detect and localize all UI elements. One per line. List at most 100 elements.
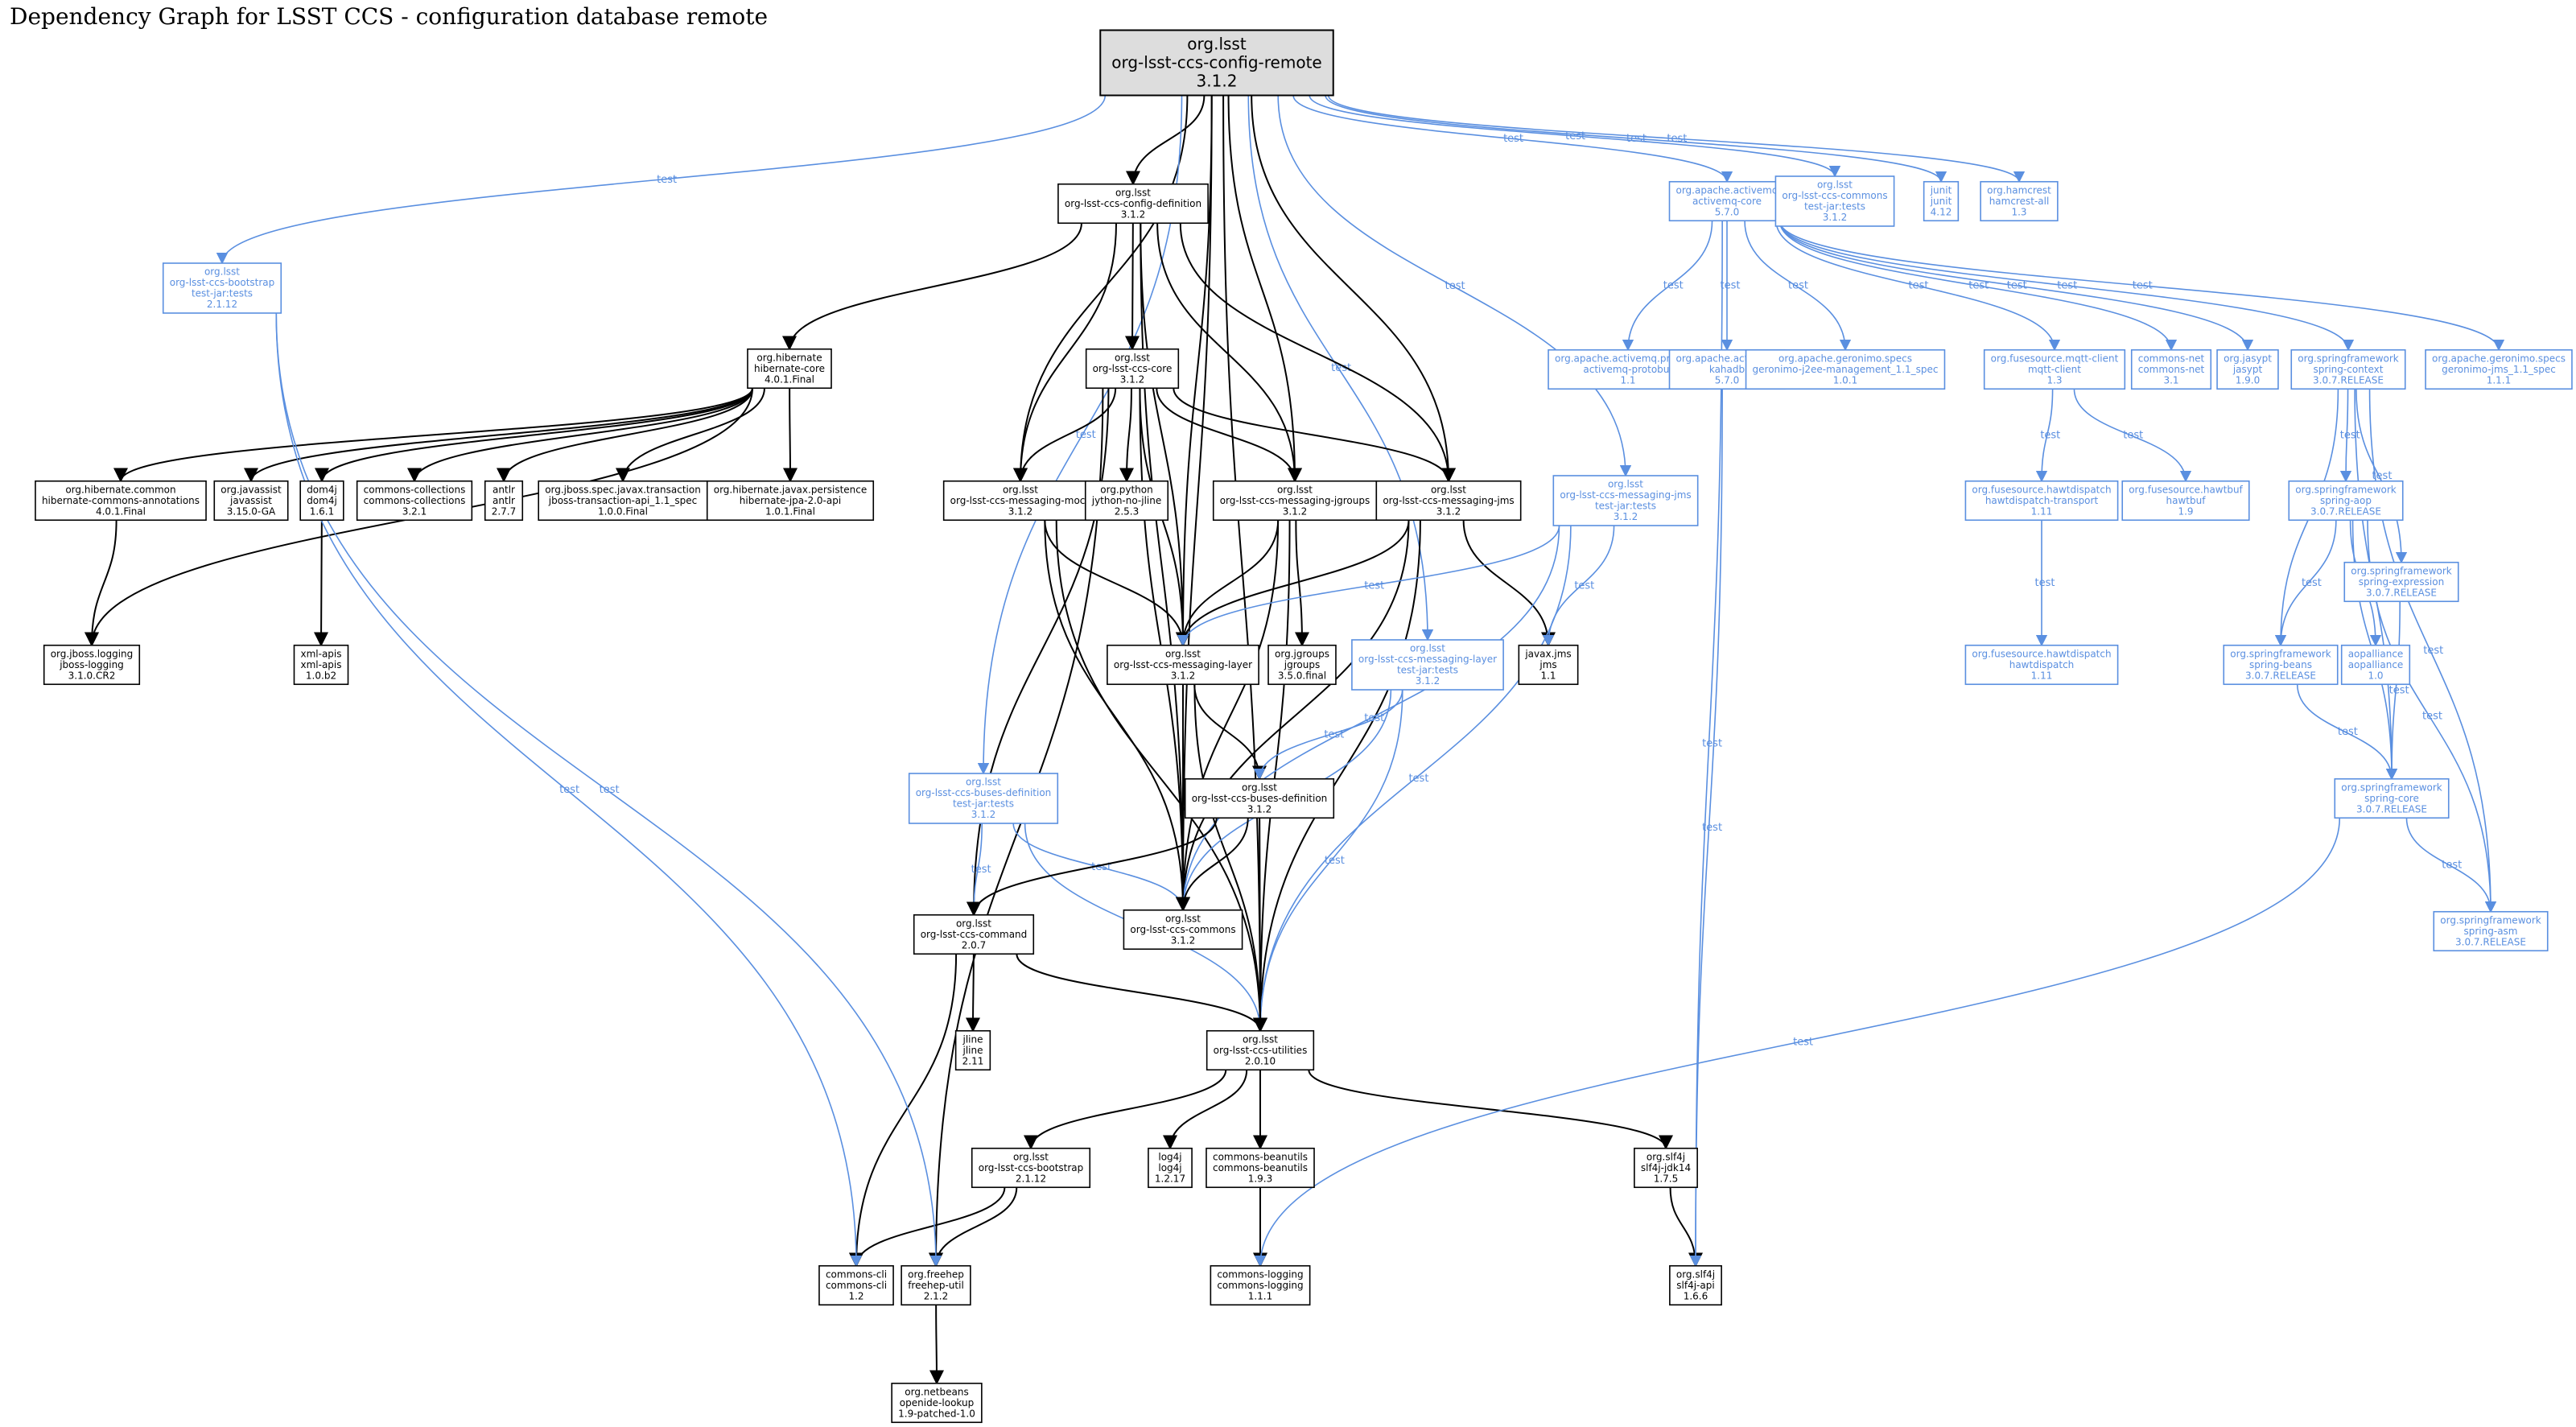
node-box: [2288, 480, 2404, 522]
node-label-line: 3.2.1: [402, 505, 427, 517]
edge-label-test: test: [2007, 280, 2027, 292]
node-msg-jms-tests[interactable]: org.lsstorg-lsst-ccs-messaging-jmstest-j…: [1552, 475, 1699, 526]
node-label-line: 1.0.b2: [306, 670, 336, 681]
node-buses-def[interactable]: org.lsstorg-lsst-ccs-buses-definition3.1…: [1184, 777, 1335, 819]
dependency-edge: [1126, 95, 1206, 186]
node-geronimo-j2ee[interactable]: org.apache.geronimo.specsgeronimo-j2ee-m…: [1745, 349, 1946, 390]
edge-label-test: test: [600, 784, 620, 796]
node-spring-core[interactable]: org.springframeworkspring-core3.0.7.RELE…: [2334, 777, 2450, 819]
node-bootstrap-tests[interactable]: org.lsstorg-lsst-ccs-bootstraptest-jar:t…: [162, 262, 282, 314]
node-hib-jpa[interactable]: org.hibernate.javax.persistencehibernate…: [706, 480, 875, 522]
node-msg-jgroups[interactable]: org.lsstorg-lsst-ccs-messaging-jgroups3.…: [1212, 480, 1378, 522]
test-dependency-edge: [1277, 95, 1632, 477]
node-config-def[interactable]: org.lsstorg-lsst-ccs-config-definition3.…: [1057, 183, 1209, 225]
dependency-edge: [1173, 388, 1456, 483]
node-spring-expr[interactable]: org.springframeworkspring-expression3.0.…: [2343, 561, 2459, 603]
node-label-line: 1.1: [1620, 374, 1635, 386]
dependency-edge: [1253, 520, 1421, 1033]
node-hawt-transport[interactable]: org.fusesource.hawtdispatchhawtdispatch-…: [1964, 480, 2119, 522]
node-box: [1267, 644, 1337, 686]
node-label-line: spring-beans: [2249, 659, 2312, 670]
node-label-line: org-lsst-ccs-config-remote: [1111, 52, 1321, 72]
node-label-line: test-jar:tests: [1397, 665, 1458, 676]
test-dependency-edge: [1012, 823, 1189, 912]
node-spring-aop[interactable]: org.springframeworkspring-aop3.0.7.RELEA…: [2288, 480, 2404, 522]
edge-label-test: test: [1565, 130, 1585, 142]
node-geronimo-jms[interactable]: org.apache.geronimo.specsgeronimo-jms_1.…: [2425, 349, 2573, 390]
node-label-line: org-lsst-ccs-commons: [1130, 924, 1235, 935]
node-label-line: jython-no-jline: [1091, 495, 1162, 506]
dependency-edge: [1055, 520, 1267, 1033]
node-label-line: org.fusesource.mqtt-client: [1991, 353, 2119, 364]
node-label-line: 3.15.0-GA: [227, 505, 276, 517]
node-commons-tests[interactable]: org.lsstorg-lsst-ccs-commonstest-jar:tes…: [1774, 175, 1895, 227]
node-label-line: org.slf4j: [1676, 1268, 1715, 1280]
node-msg-layer[interactable]: org.lsstorg-lsst-ccs-messaging-layer3.1.…: [1107, 644, 1259, 686]
node-box: [1184, 777, 1335, 819]
node-hawtdispatch[interactable]: org.fusesource.hawtdispatchhawtdispatch1…: [1964, 644, 2119, 686]
node-hib-common[interactable]: org.hibernate.commonhibernate-commons-an…: [35, 480, 207, 522]
node-label-line: openide-lookup: [900, 1397, 974, 1408]
node-label-line: 3.0.7.RELEASE: [2366, 587, 2437, 598]
test-dependency-edge: [1309, 95, 1841, 178]
node-label-line: 1.0.0.Final: [598, 505, 648, 517]
node-label-line: org.lsst: [1187, 34, 1247, 53]
test-dependency-edge: [1622, 221, 1713, 352]
node-label-line: 4.0.1.Final: [765, 373, 814, 385]
test-dependency-edge: [2296, 684, 2398, 781]
node-label-line: 3.1.2: [1247, 803, 1272, 815]
node-box: [1668, 180, 1786, 222]
node-msg-layer-tests[interactable]: org.lsstorg-lsst-ccs-messaging-layertest…: [1351, 639, 1504, 691]
dependency-edge: [1176, 520, 1410, 912]
edge-label-test: test: [1364, 579, 1384, 592]
node-jboss-tx[interactable]: org.jboss.spec.javax.transactionjboss-tr…: [538, 480, 708, 522]
dependency-edge: [782, 388, 798, 483]
node-label-line: commons-net: [2138, 364, 2205, 375]
test-dependency-edge: [1177, 525, 1560, 647]
node-spring-asm[interactable]: org.springframeworkspring-asm3.0.7.RELEA…: [2433, 910, 2549, 952]
node-spring-context[interactable]: org.springframeworkspring-context3.0.7.R…: [2290, 349, 2406, 390]
node-buses-def-tests[interactable]: org.lsstorg-lsst-ccs-buses-definitiontes…: [908, 773, 1059, 824]
node-label-line: commons-logging: [1217, 1268, 1303, 1280]
node-spring-beans[interactable]: org.springframeworkspring-beans3.0.7.REL…: [2223, 644, 2339, 686]
node-label-line: xml-apis: [300, 659, 341, 670]
node-label-line: org.jasypt: [2224, 353, 2272, 364]
node-label-line: org-lsst-ccs-messaging-jms: [1383, 495, 1514, 506]
node-openide[interactable]: org.netbeansopenide-lookup1.9-patched-1.…: [891, 1382, 983, 1424]
node-comm-coll[interactable]: commons-collectionscommons-collections3.…: [356, 480, 473, 522]
